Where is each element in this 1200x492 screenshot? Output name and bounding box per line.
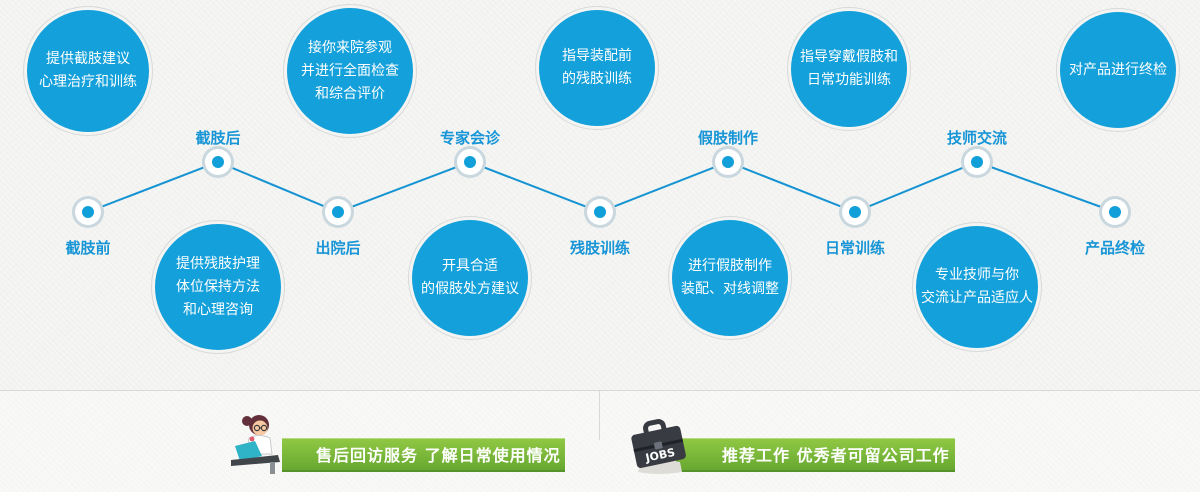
bubble-text: 提供截肢建议 心理治疗和训练 <box>39 48 137 94</box>
stage-label-final-inspection: 产品终检 <box>1084 239 1145 257</box>
bubble-line: 日常功能训练 <box>807 72 891 88</box>
stage-label-after-discharge: 出院后 <box>315 239 361 257</box>
stage-label-prosthesis-fabrication: 假肢制作 <box>697 129 758 147</box>
bottom-section-background <box>0 391 1200 492</box>
vertical-divider <box>599 390 600 440</box>
bubble-line: 并进行全面检查 <box>301 62 399 79</box>
bubble-amputation-advice: 提供截肢建议 心理治疗和训练 <box>27 10 149 132</box>
bubble-line: 开具合适 <box>442 258 498 274</box>
bubble-wearing-function-training: 指导穿戴假肢和 日常功能训练 <box>791 11 907 127</box>
stage-label-residual-limb-training: 残肢训练 <box>569 239 630 257</box>
timeline-node-daily-training <box>842 199 868 225</box>
node-dot-icon <box>82 206 94 218</box>
bubble-text: 开具合适 的假肢处方建议 <box>421 255 519 301</box>
stage-label-pre-amputation: 截肢前 <box>65 239 111 257</box>
bubble-line: 专业技师与你 <box>935 267 1019 283</box>
bubble-line: 的残肢训练 <box>562 71 632 87</box>
node-dot-icon <box>849 206 861 218</box>
bubble-line: 的假肢处方建议 <box>421 281 519 297</box>
timeline-node-technician-exchange <box>964 149 990 175</box>
bubble-text: 专业技师与你 交流让产品适应人 <box>921 264 1033 310</box>
bubble-line: 指导穿戴假肢和 <box>800 49 898 65</box>
bubble-line: 接你来院参观 <box>308 39 392 56</box>
bubble-hospital-visit-checkup: 接你来院参观 并进行全面检查 和综合评价 <box>287 8 413 134</box>
bubble-line: 体位保持方法 <box>176 278 260 295</box>
bubble-line: 对产品进行终检 <box>1069 61 1167 78</box>
horizontal-divider <box>0 390 1200 391</box>
node-dot-icon <box>212 156 224 168</box>
timeline-node-after-discharge <box>325 199 351 225</box>
bubble-line: 交流让产品适应人 <box>921 290 1033 306</box>
bubble-line: 装配、对线调整 <box>681 281 779 297</box>
bubble-line: 和心理咨询 <box>183 301 253 318</box>
aftersales-banner-button[interactable]: 售后回访服务 了解日常使用情况 <box>282 438 565 472</box>
bubble-line: 心理治疗和训练 <box>39 74 137 90</box>
bubble-text: 对产品进行终检 <box>1069 59 1167 82</box>
timeline-node-expert-consultation <box>457 149 483 175</box>
bubble-prosthesis-fabrication-alignment: 进行假肢制作 装配、对线调整 <box>672 220 788 336</box>
timeline-node-post-amputation <box>205 149 231 175</box>
node-dot-icon <box>971 156 983 168</box>
node-dot-icon <box>722 156 734 168</box>
timeline-node-prosthesis-fabrication <box>715 149 741 175</box>
customer-service-illustration-icon <box>228 412 286 480</box>
bubble-text: 提供残肢护理 体位保持方法 和心理咨询 <box>176 253 260 322</box>
bubble-line: 提供截肢建议 <box>46 51 130 67</box>
bubble-line: 和综合评价 <box>315 85 385 102</box>
timeline-node-pre-amputation <box>75 199 101 225</box>
bubble-prescription-advice: 开具合适 的假肢处方建议 <box>412 220 528 336</box>
aftersales-banner-label: 售后回访服务 了解日常使用情况 <box>316 446 561 465</box>
stage-label-post-amputation: 截肢后 <box>195 129 241 147</box>
bubble-text: 指导装配前 的残肢训练 <box>562 45 632 91</box>
svg-text:JOBS: JOBS <box>644 446 677 465</box>
bubble-line: 进行假肢制作 <box>688 258 772 274</box>
node-dot-icon <box>1109 206 1121 218</box>
bubble-pre-assembly-training: 指导装配前 的残肢训练 <box>539 10 655 126</box>
node-dot-icon <box>594 206 606 218</box>
bubble-text: 进行假肢制作 装配、对线调整 <box>681 255 779 301</box>
timeline-node-residual-limb-training <box>587 199 613 225</box>
bubble-technician-communication: 专业技师与你 交流让产品适应人 <box>916 226 1038 348</box>
bubble-line: 指导装配前 <box>562 48 632 64</box>
bubble-residual-limb-care: 提供残肢护理 体位保持方法 和心理咨询 <box>155 224 281 350</box>
job-recommendation-banner-label: 推荐工作 优秀者可留公司工作 <box>722 446 950 465</box>
node-dot-icon <box>332 206 344 218</box>
job-recommendation-banner-button[interactable]: 推荐工作 优秀者可留公司工作 <box>676 438 955 472</box>
bubble-line: 提供残肢护理 <box>176 255 260 272</box>
jobs-briefcase-icon: JOBS <box>622 418 694 480</box>
bubble-text: 接你来院参观 并进行全面检查 和综合评价 <box>301 37 399 106</box>
timeline-node-final-inspection <box>1102 199 1128 225</box>
stage-label-technician-exchange: 技师交流 <box>946 129 1007 147</box>
stage-label-daily-training: 日常训练 <box>824 239 885 257</box>
bubble-text: 指导穿戴假肢和 日常功能训练 <box>800 46 898 92</box>
bubble-product-final-inspection: 对产品进行终检 <box>1060 12 1176 128</box>
node-dot-icon <box>464 156 476 168</box>
stage-label-expert-consultation: 专家会诊 <box>439 129 500 147</box>
